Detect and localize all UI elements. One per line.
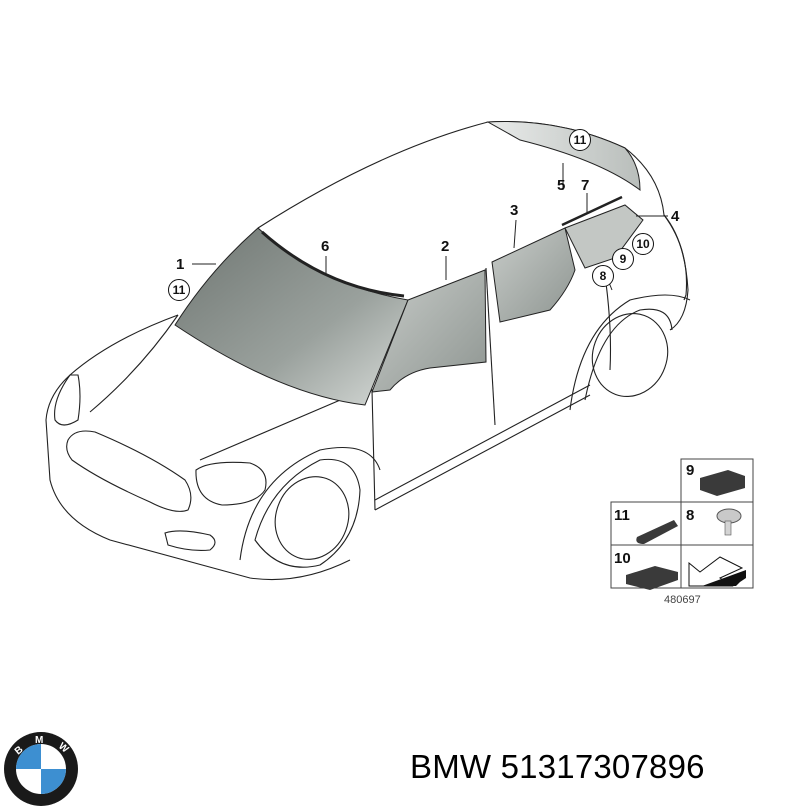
rear-door-glass <box>491 227 576 323</box>
quarter-seal <box>561 195 623 227</box>
inset-label-11: 11 <box>614 507 630 524</box>
svg-text:M: M <box>35 735 43 746</box>
callout-11-front: 11 <box>168 279 190 301</box>
callout-2: 2 <box>441 238 450 255</box>
side-quarter-glass <box>564 204 644 269</box>
part-number-label: BMW 51317307896 <box>410 748 705 785</box>
windshield-seal <box>261 230 405 298</box>
bmw-logo-icon: B M W <box>4 732 78 806</box>
callout-1: 1 <box>176 256 185 273</box>
inset-label-10: 10 <box>614 550 631 567</box>
diagram-reference-number: 480697 <box>664 594 701 606</box>
callout-4: 4 <box>671 208 680 225</box>
front-door-glass <box>371 269 487 393</box>
arrow-symbol-icon <box>688 556 746 587</box>
callout-11-rear: 11 <box>569 129 591 151</box>
car-outline <box>45 121 691 581</box>
part-8-clip-icon <box>716 508 742 536</box>
callout-5: 5 <box>557 177 566 194</box>
part-9-pad-icon <box>700 470 745 496</box>
inset-label-9: 9 <box>686 462 695 479</box>
rear-roof-glass <box>486 121 641 191</box>
inset-label-8: 8 <box>686 507 695 524</box>
callout-3: 3 <box>510 202 519 219</box>
callout-6: 6 <box>321 238 330 255</box>
callout-10: 10 <box>632 233 654 255</box>
callout-8: 8 <box>592 265 614 287</box>
callout-7: 7 <box>581 177 590 194</box>
part-10-pad-icon <box>626 566 678 590</box>
callout-9: 9 <box>612 248 634 270</box>
part-11-wedge-icon <box>636 520 678 544</box>
